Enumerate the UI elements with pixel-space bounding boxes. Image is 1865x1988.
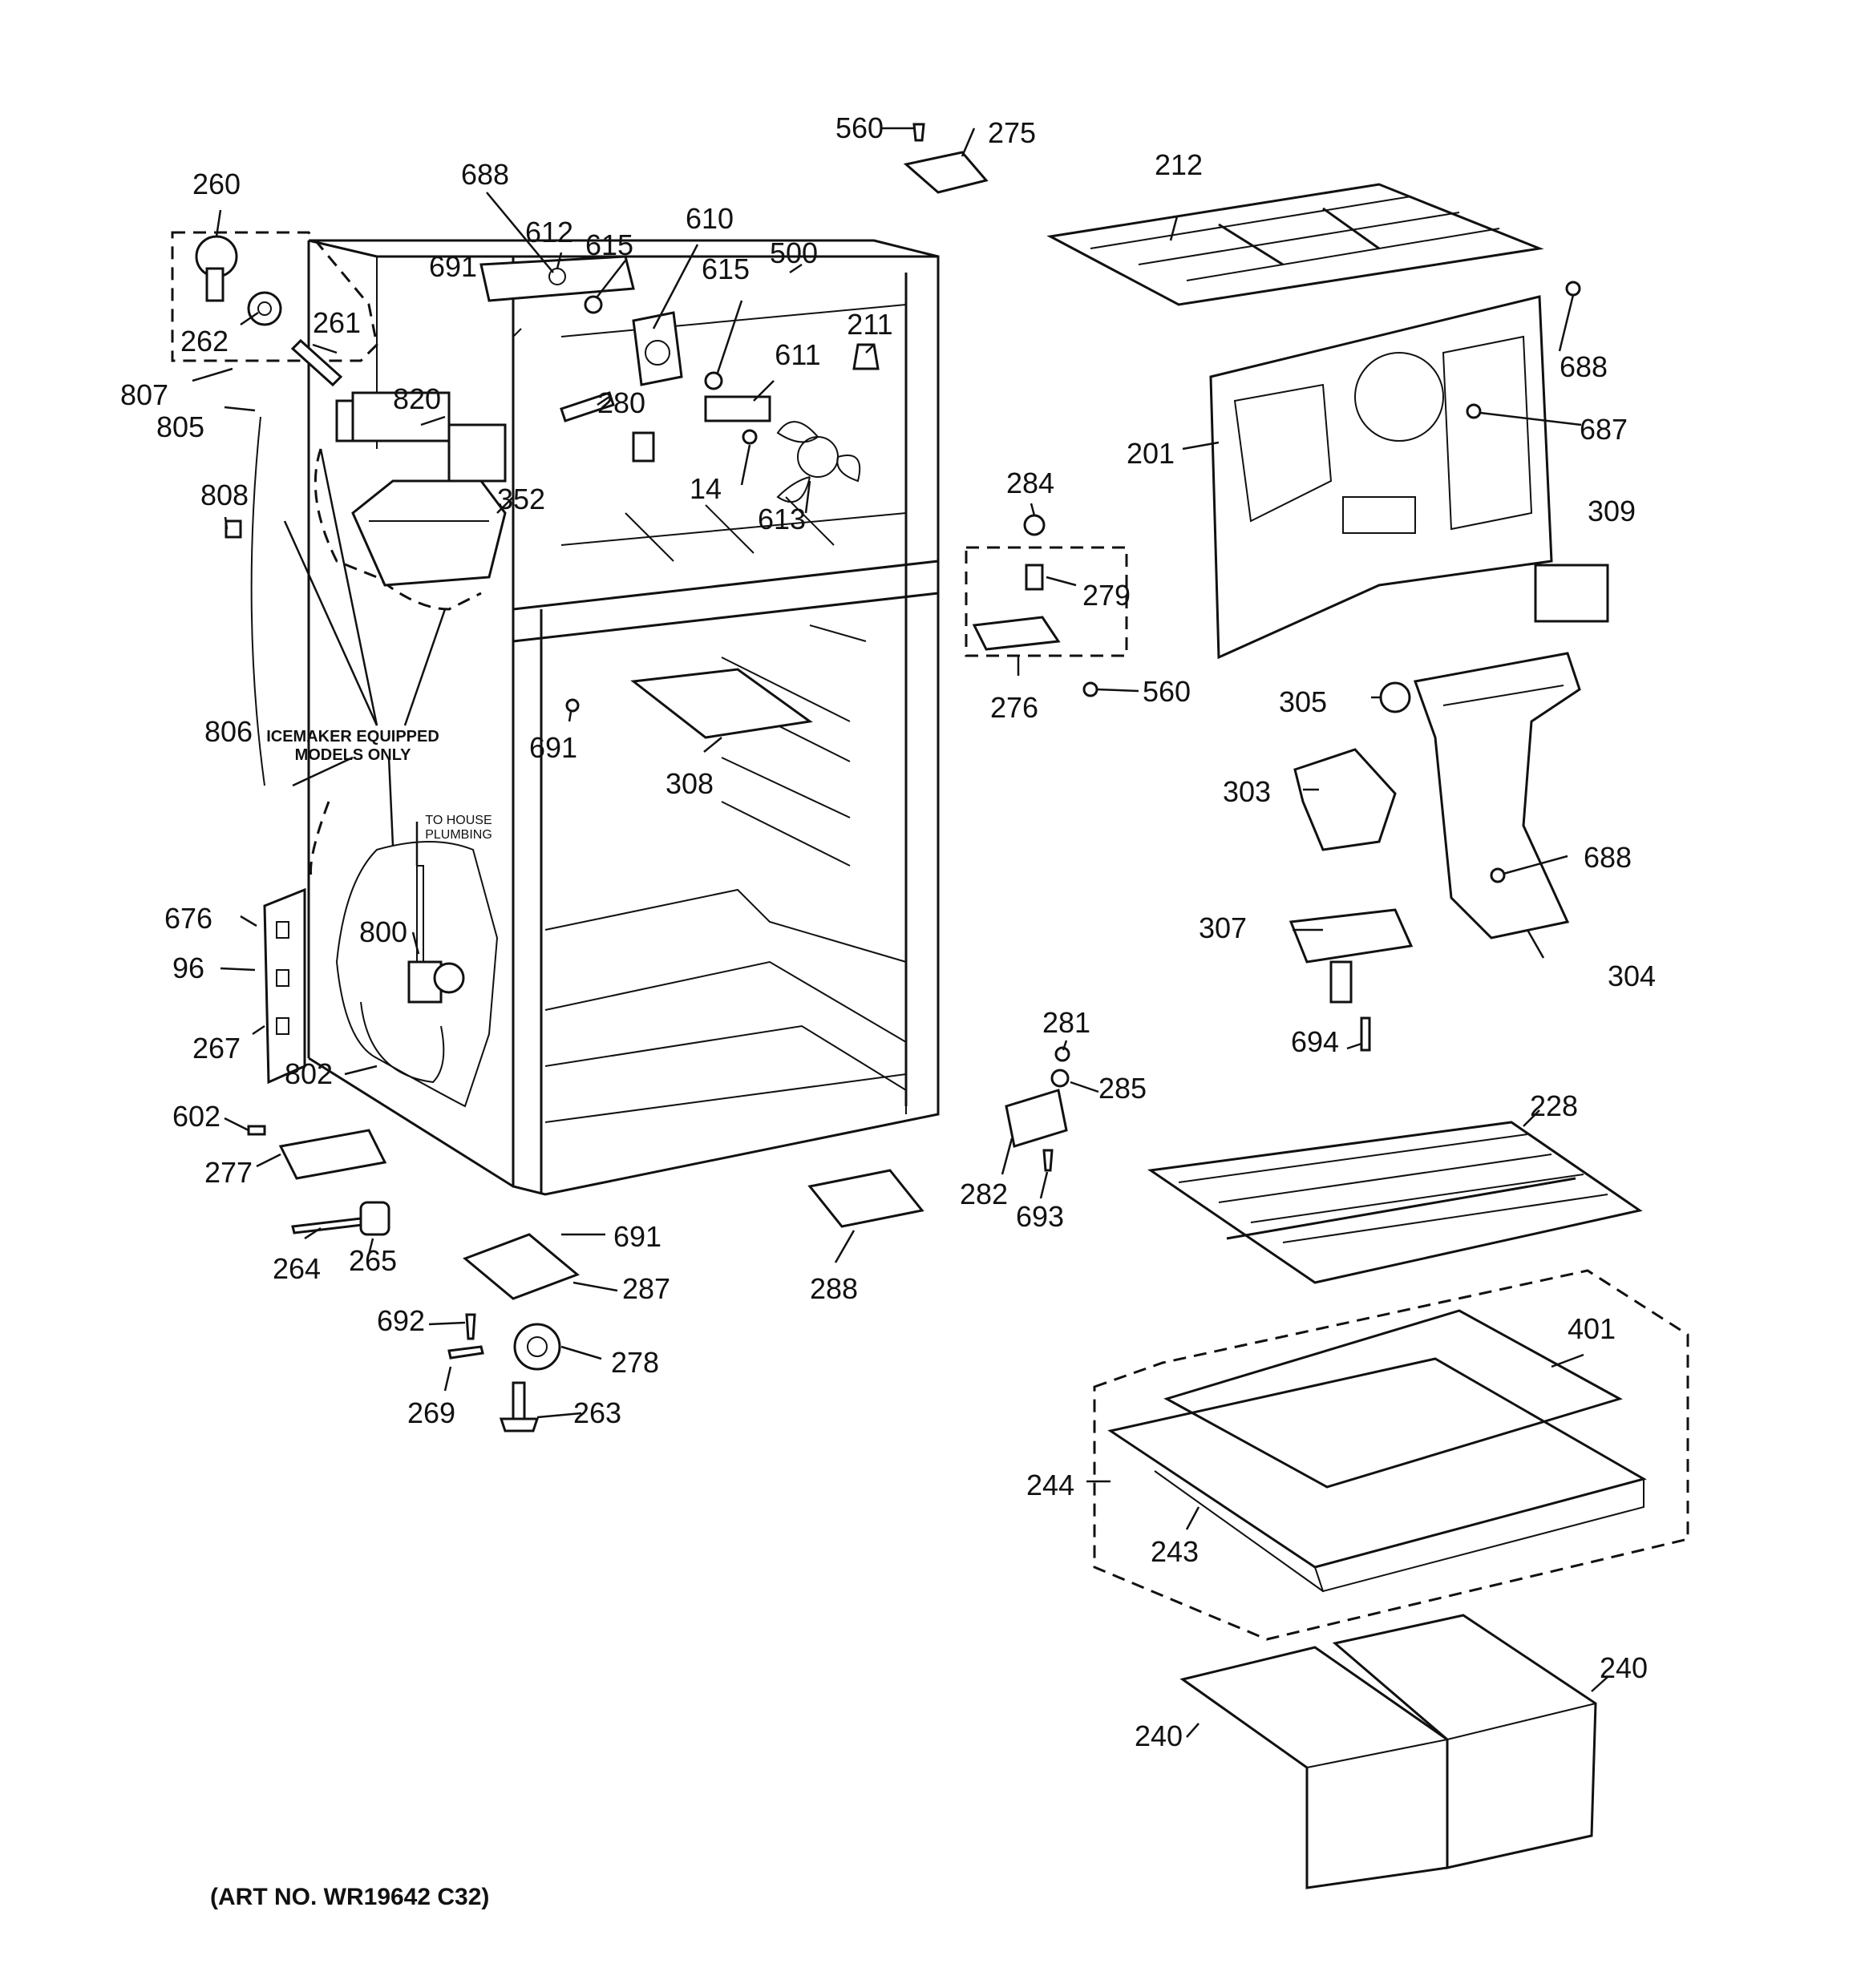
part-label-265: 265 bbox=[349, 1244, 397, 1277]
refrigerator-cabinet bbox=[307, 239, 940, 1196]
part-label-240: 240 bbox=[1135, 1719, 1183, 1752]
part-label-691: 691 bbox=[613, 1220, 661, 1253]
part-label-262: 262 bbox=[180, 325, 229, 358]
part-label-800: 800 bbox=[359, 915, 407, 948]
part-label-688: 688 bbox=[1560, 350, 1608, 383]
right-side-parts bbox=[1046, 183, 1689, 1889]
part-label-280: 280 bbox=[597, 386, 645, 419]
part-label-261: 261 bbox=[313, 306, 361, 339]
plumbing-note-line1: TO HOUSE bbox=[425, 814, 492, 827]
icemaker-note-line1: ICEMAKER EQUIPPED bbox=[266, 728, 439, 746]
part-label-282: 282 bbox=[960, 1178, 1008, 1210]
part-label-275: 275 bbox=[988, 116, 1036, 149]
part-label-307: 307 bbox=[1199, 911, 1247, 944]
part-label-807: 807 bbox=[120, 378, 168, 411]
icemaker-cutaway bbox=[171, 231, 507, 1108]
fresh-food-components bbox=[247, 668, 924, 1432]
part-label-276: 276 bbox=[990, 691, 1038, 724]
part-label-611: 611 bbox=[775, 338, 820, 371]
part-label-694: 694 bbox=[1291, 1025, 1339, 1058]
part-label-201: 201 bbox=[1127, 437, 1175, 470]
part-label-308: 308 bbox=[665, 767, 714, 800]
part-label-285: 285 bbox=[1098, 1072, 1147, 1105]
part-label-612: 612 bbox=[525, 216, 573, 248]
part-label-500: 500 bbox=[770, 236, 818, 269]
hinge-group bbox=[903, 123, 1128, 1172]
part-label-228: 228 bbox=[1530, 1089, 1578, 1122]
part-label-284: 284 bbox=[1006, 467, 1054, 499]
part-label-692: 692 bbox=[377, 1304, 425, 1337]
part-label-820: 820 bbox=[393, 382, 441, 415]
part-label-281: 281 bbox=[1042, 1006, 1090, 1039]
part-label-401: 401 bbox=[1568, 1312, 1616, 1345]
part-label-615: 615 bbox=[702, 253, 750, 285]
notes: ICEMAKER EQUIPPED MODELS ONLY TO HOUSE P… bbox=[210, 728, 492, 1910]
part-label-805: 805 bbox=[156, 410, 204, 443]
part-label-287: 287 bbox=[622, 1272, 670, 1305]
part-label-802: 802 bbox=[285, 1057, 333, 1090]
part-label-613: 613 bbox=[758, 503, 806, 535]
part-label-602: 602 bbox=[172, 1100, 220, 1133]
part-label-693: 693 bbox=[1016, 1200, 1064, 1233]
part-label-279: 279 bbox=[1082, 579, 1131, 612]
part-label-264: 264 bbox=[273, 1252, 321, 1285]
part-label-691: 691 bbox=[429, 250, 477, 283]
part-label-560: 560 bbox=[835, 111, 884, 144]
part-label-267: 267 bbox=[192, 1032, 241, 1065]
icemaker-note-line2: MODELS ONLY bbox=[295, 746, 411, 764]
part-label-688: 688 bbox=[1584, 841, 1632, 874]
art-number: (ART NO. WR19642 C32) bbox=[210, 1884, 489, 1910]
part-label-212: 212 bbox=[1155, 148, 1203, 181]
part-label-243: 243 bbox=[1151, 1535, 1199, 1568]
part-label-676: 676 bbox=[164, 902, 212, 935]
part-label-288: 288 bbox=[810, 1272, 858, 1305]
part-label-687: 687 bbox=[1580, 413, 1628, 446]
part-label-304: 304 bbox=[1608, 960, 1656, 992]
part-label-244: 244 bbox=[1026, 1469, 1074, 1501]
part-label-260: 260 bbox=[192, 168, 241, 200]
freezer-components bbox=[335, 255, 880, 503]
part-label-808: 808 bbox=[200, 479, 249, 511]
part-label-96: 96 bbox=[172, 952, 204, 984]
part-label-806: 806 bbox=[204, 715, 253, 748]
part-label-309: 309 bbox=[1588, 495, 1636, 527]
part-label-560: 560 bbox=[1143, 675, 1191, 708]
part-label-691: 691 bbox=[529, 731, 577, 764]
part-label-305: 305 bbox=[1279, 685, 1327, 718]
part-label-277: 277 bbox=[204, 1156, 253, 1189]
leader-lines bbox=[192, 127, 1608, 1738]
part-label-263: 263 bbox=[573, 1396, 621, 1429]
plumbing-note-line2: PLUMBING bbox=[425, 828, 492, 842]
part-label-211: 211 bbox=[847, 308, 892, 341]
part-label-278: 278 bbox=[611, 1346, 659, 1379]
part-label-615: 615 bbox=[585, 228, 633, 261]
part-label-352: 352 bbox=[497, 483, 545, 515]
part-label-14: 14 bbox=[690, 472, 722, 505]
part-label-303: 303 bbox=[1223, 775, 1271, 808]
part-label-269: 269 bbox=[407, 1396, 455, 1429]
part-label-610: 610 bbox=[686, 202, 734, 235]
part-label-688: 688 bbox=[461, 158, 509, 191]
part-label-240: 240 bbox=[1600, 1651, 1648, 1684]
